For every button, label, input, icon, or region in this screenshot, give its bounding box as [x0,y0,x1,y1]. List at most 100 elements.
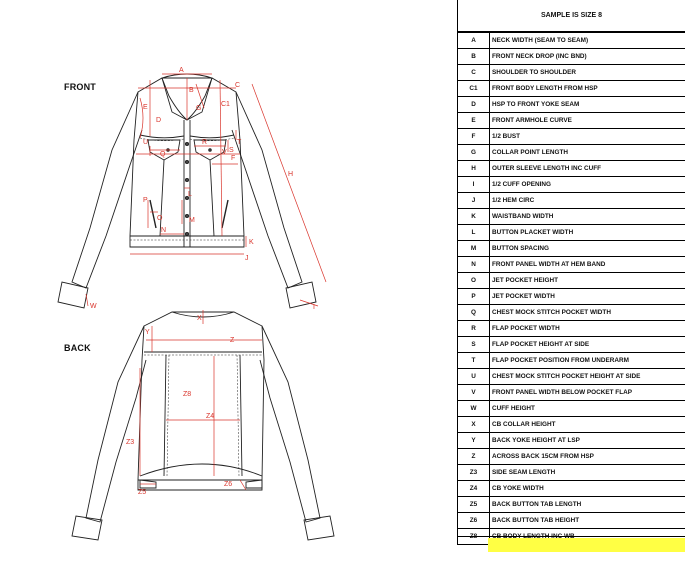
row-code: H [458,161,490,177]
back-view-label: BACK [64,343,91,353]
marker-S: S [229,147,234,154]
row-description: ACROSS BACK 15CM FROM HSP [490,449,685,465]
marker-Q: Q [160,151,166,158]
row-code: W [458,401,490,417]
marker-T: T [237,139,242,146]
row-description: FRONT BODY LENGTH FROM HSP [490,81,685,97]
row-code: Z5 [458,497,490,513]
marker-H: H [288,171,293,178]
row-description: FRONT PANEL WIDTH AT HEM BAND [490,257,685,273]
row-code: V [458,385,490,401]
row-description: CHEST MOCK STITCH POCKET HEIGHT AT SIDE [490,369,685,385]
row-code: Z4 [458,481,490,497]
row-description: FRONT NECK DROP (INC BND) [490,49,685,65]
row-code: Q [458,305,490,321]
row-description: JET POCKET HEIGHT [490,273,685,289]
back-measurement-labels: X Y Z Z8 Z4 Z3 Z5 Z6 [126,315,235,496]
bottom-rule [457,536,685,537]
row-description: BACK YOKE HEIGHT AT LSP [490,433,685,449]
marker-U: U [143,139,148,146]
marker-R: R [202,139,207,146]
row-code: N [458,257,490,273]
row-description: CHEST MOCK STITCH POCKET WIDTH [490,305,685,321]
row-description: WAISTBAND WIDTH [490,209,685,225]
row-description: SIDE SEAM LENGTH [490,465,685,481]
row-description: FLAP POCKET POSITION FROM UNDERARM [490,353,685,369]
row-code: L [458,225,490,241]
marker-C: C [235,82,240,89]
row-code: C1 [458,81,490,97]
row-description: COLLAR POINT LENGTH [490,145,685,161]
marker-Z8: Z8 [183,391,191,398]
row-code: Z3 [458,465,490,481]
row-description: BACK BUTTON TAB LENGTH [490,497,685,513]
row-code: U [458,369,490,385]
row-description: 1/2 HEM CIRC [490,193,685,209]
row-code: P [458,289,490,305]
spec-header: SAMPLE IS SIZE 8 [457,0,685,32]
marker-B: B [189,87,194,94]
marker-G: G [196,105,201,112]
row-description: FLAP POCKET WIDTH [490,321,685,337]
row-description: OUTER SLEEVE LENGTH INC CUFF [490,161,685,177]
back-measurement-lines [140,310,262,490]
marker-W: W [90,303,97,310]
yellow-highlight-cell [488,538,685,552]
row-code: A [458,33,490,49]
row-description: FRONT PANEL WIDTH BELOW POCKET FLAP [490,385,685,401]
row-description: BUTTON PLACKET WIDTH [490,225,685,241]
marker-E: E [143,104,148,111]
row-description: JET POCKET WIDTH [490,289,685,305]
marker-C1: C1 [221,101,230,108]
marker-P: P [143,197,148,204]
row-description: 1/2 BUST [490,129,685,145]
marker-Z5: Z5 [138,489,146,496]
row-description: NECK WIDTH (SEAM TO SEAM) [490,33,685,49]
row-code: X [458,417,490,433]
marker-X: X [197,315,202,322]
row-code: E [458,113,490,129]
row-description: BUTTON SPACING [490,241,685,257]
row-description: HSP TO FRONT YOKE SEAM [490,97,685,113]
marker-L: L [188,191,192,198]
row-description: SHOULDER TO SHOULDER [490,65,685,81]
row-description: CB COLLAR HEIGHT [490,417,685,433]
row-code: F [458,129,490,145]
row-code: K [458,209,490,225]
marker-K: K [249,239,254,246]
row-code: S [458,337,490,353]
marker-Z: Z [230,337,235,344]
row-description: CB YOKE WIDTH [490,481,685,497]
marker-J: J [245,255,249,262]
marker-F: F [231,155,235,162]
marker-Z6: Z6 [224,481,232,488]
row-code: G [458,145,490,161]
row-code: Y [458,433,490,449]
row-code: R [458,321,490,337]
front-view-label: FRONT [64,82,96,92]
